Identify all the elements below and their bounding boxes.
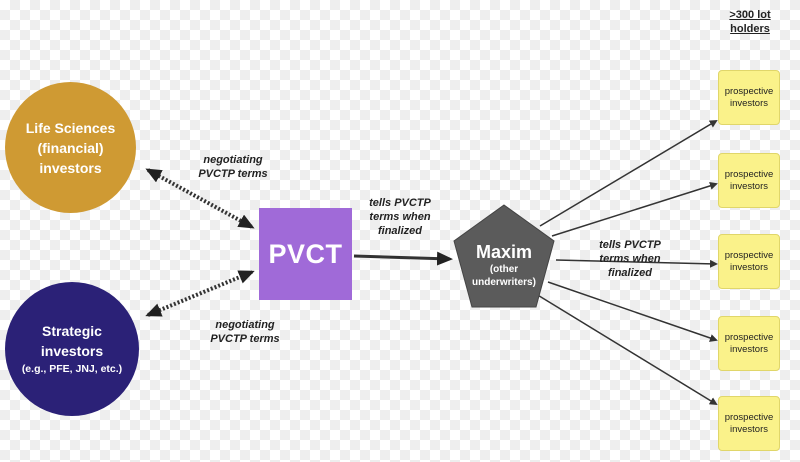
- maxim-pentagon-shape: [453, 204, 555, 308]
- arrow-maxim-prospect-1: [539, 119, 718, 227]
- pvct-node: PVCT: [259, 208, 352, 300]
- maxim-node: Maxim (other underwriters): [452, 222, 556, 308]
- prospect-5-line1: prospective: [724, 411, 774, 423]
- prospect-4-line1: prospective: [724, 331, 774, 343]
- life-line1: Life Sciences: [25, 119, 116, 136]
- prospect-1-line2: investors: [729, 97, 768, 109]
- strategic-line3: (e.g., PFE, JNJ, etc.): [21, 363, 123, 375]
- strategic-line1: Strategic: [42, 323, 102, 339]
- tells-label-mid: tells PVCTP terms when finalized: [352, 196, 448, 238]
- maxim-sub1: (other: [489, 264, 519, 275]
- prospect-2-line1: prospective: [724, 168, 774, 180]
- prospective-investors-box-3: prospective investors: [718, 234, 780, 289]
- arrow-maxim-prospect-3: [555, 259, 718, 268]
- negotiating-label-bottom: negotiating PVCTP terms: [190, 318, 300, 346]
- label-mid-line1: tells PVCTP: [369, 197, 431, 209]
- maxim-title: Maxim: [475, 242, 533, 262]
- prospect-1-line1: prospective: [724, 85, 774, 97]
- life-line2: (financial): [37, 139, 104, 156]
- label-mid-line2: terms when: [369, 211, 431, 223]
- label-bottom-line2: PVCTP terms: [210, 333, 280, 345]
- label-right-line1: tells PVCTP: [599, 239, 661, 251]
- label-right-line2: terms when: [599, 253, 661, 265]
- label-top-line1: negotiating: [203, 154, 263, 166]
- label-top-line2: PVCTP terms: [198, 168, 268, 180]
- maxim-sub2: underwriters): [472, 277, 536, 288]
- prospect-3-line1: prospective: [724, 249, 774, 261]
- header-line2: holders: [730, 23, 770, 35]
- arrow-maxim-prospect-5: [535, 293, 718, 406]
- arrow-maxim-prospect-4: [547, 281, 718, 342]
- arrow-maxim-prospect-2: [551, 182, 718, 237]
- strategic-line2: investors: [40, 343, 104, 359]
- prospect-4-line2: investors: [729, 343, 768, 355]
- arrow-strategic-pvct: [145, 270, 255, 317]
- tells-label-right: tells PVCTP terms when finalized: [580, 238, 680, 280]
- prospect-5-line2: investors: [729, 423, 768, 435]
- prospective-investors-box-1: prospective investors: [718, 70, 780, 125]
- prospective-investors-box-5: prospective investors: [718, 396, 780, 451]
- strategic-investors-node: Strategic investors (e.g., PFE, JNJ, etc…: [5, 282, 139, 416]
- life-line3: investors: [39, 159, 102, 176]
- maxim-pentagon: [453, 204, 555, 308]
- prospect-3-line2: investors: [729, 261, 768, 273]
- label-mid-line3: finalized: [377, 225, 422, 237]
- life-sciences-investors-node: Life Sciences (financial) investors: [5, 82, 136, 213]
- prospect-2-line2: investors: [729, 180, 768, 192]
- label-bottom-line1: negotiating: [215, 319, 275, 331]
- label-right-line3: finalized: [607, 267, 652, 279]
- arrow-pvct-maxim: [353, 251, 453, 266]
- prospective-investors-box-2: prospective investors: [718, 153, 780, 208]
- negotiating-label-top: negotiating PVCTP terms: [178, 153, 288, 181]
- lot-holders-header: >300 lot holders: [712, 8, 788, 36]
- pvct-label: PVCT: [268, 238, 343, 269]
- prospective-investors-box-4: prospective investors: [718, 316, 780, 371]
- header-line1: >300 lot: [729, 9, 771, 21]
